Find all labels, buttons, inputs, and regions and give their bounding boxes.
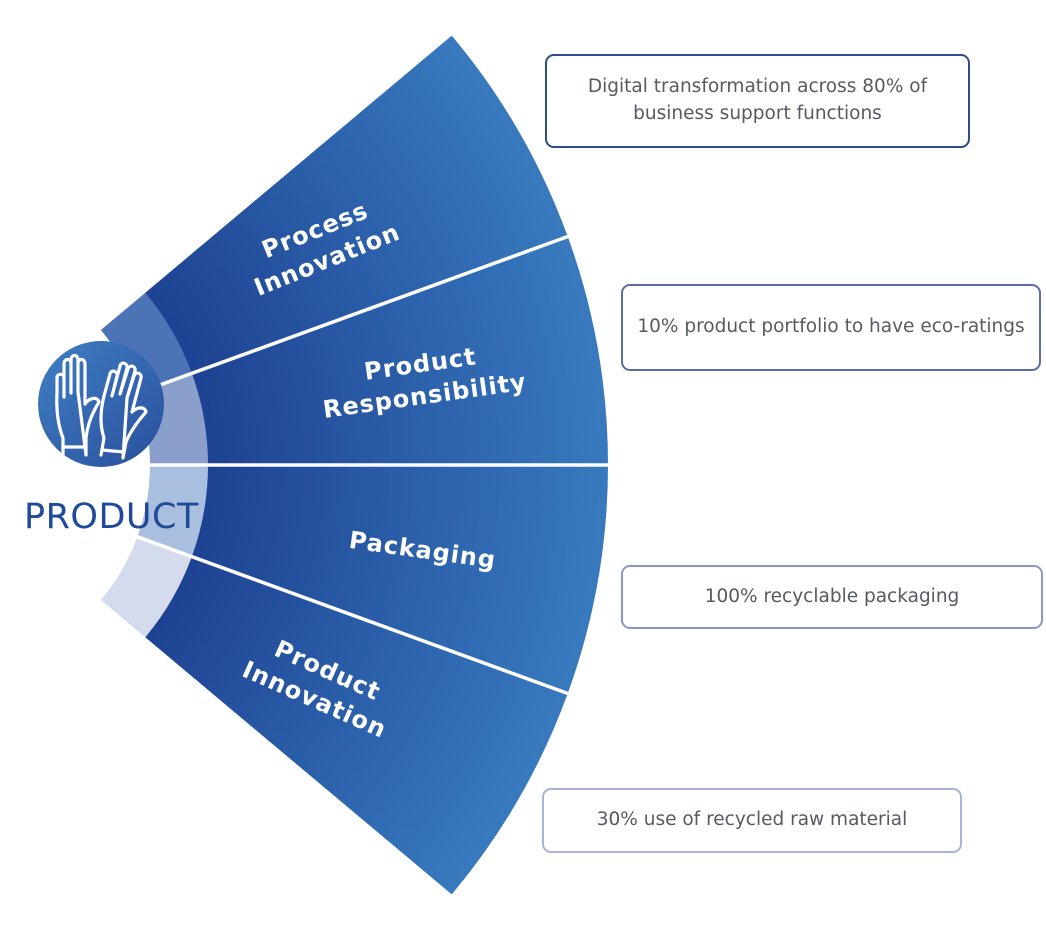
callout-product-innovation: 30% use of recycled raw material [542,788,962,853]
segment-process-innovation [145,35,568,374]
callout-product-responsibility: 10% product portfolio to have eco-rating… [621,284,1041,371]
segment-divider [136,234,571,395]
ring-segment-product-innovation [100,536,194,639]
center-title: PRODUCT [24,497,199,537]
callout-packaging: 100% recyclable packaging [621,565,1043,629]
segment-product-innovation [145,556,568,895]
ring-segment-process-innovation [100,291,194,394]
gloves-icon [55,353,148,460]
center-icon-badge [38,341,164,467]
ring-segment-packaging [137,465,210,558]
inner-ring [100,291,210,639]
segment-dividers [136,234,610,696]
callout-process-innovation: Digital transformation across 80% of bus… [545,54,970,148]
fan-segments [145,35,608,895]
segment-packaging [191,465,608,694]
segment-product-responsibility [191,236,608,465]
segment-divider [136,535,571,696]
